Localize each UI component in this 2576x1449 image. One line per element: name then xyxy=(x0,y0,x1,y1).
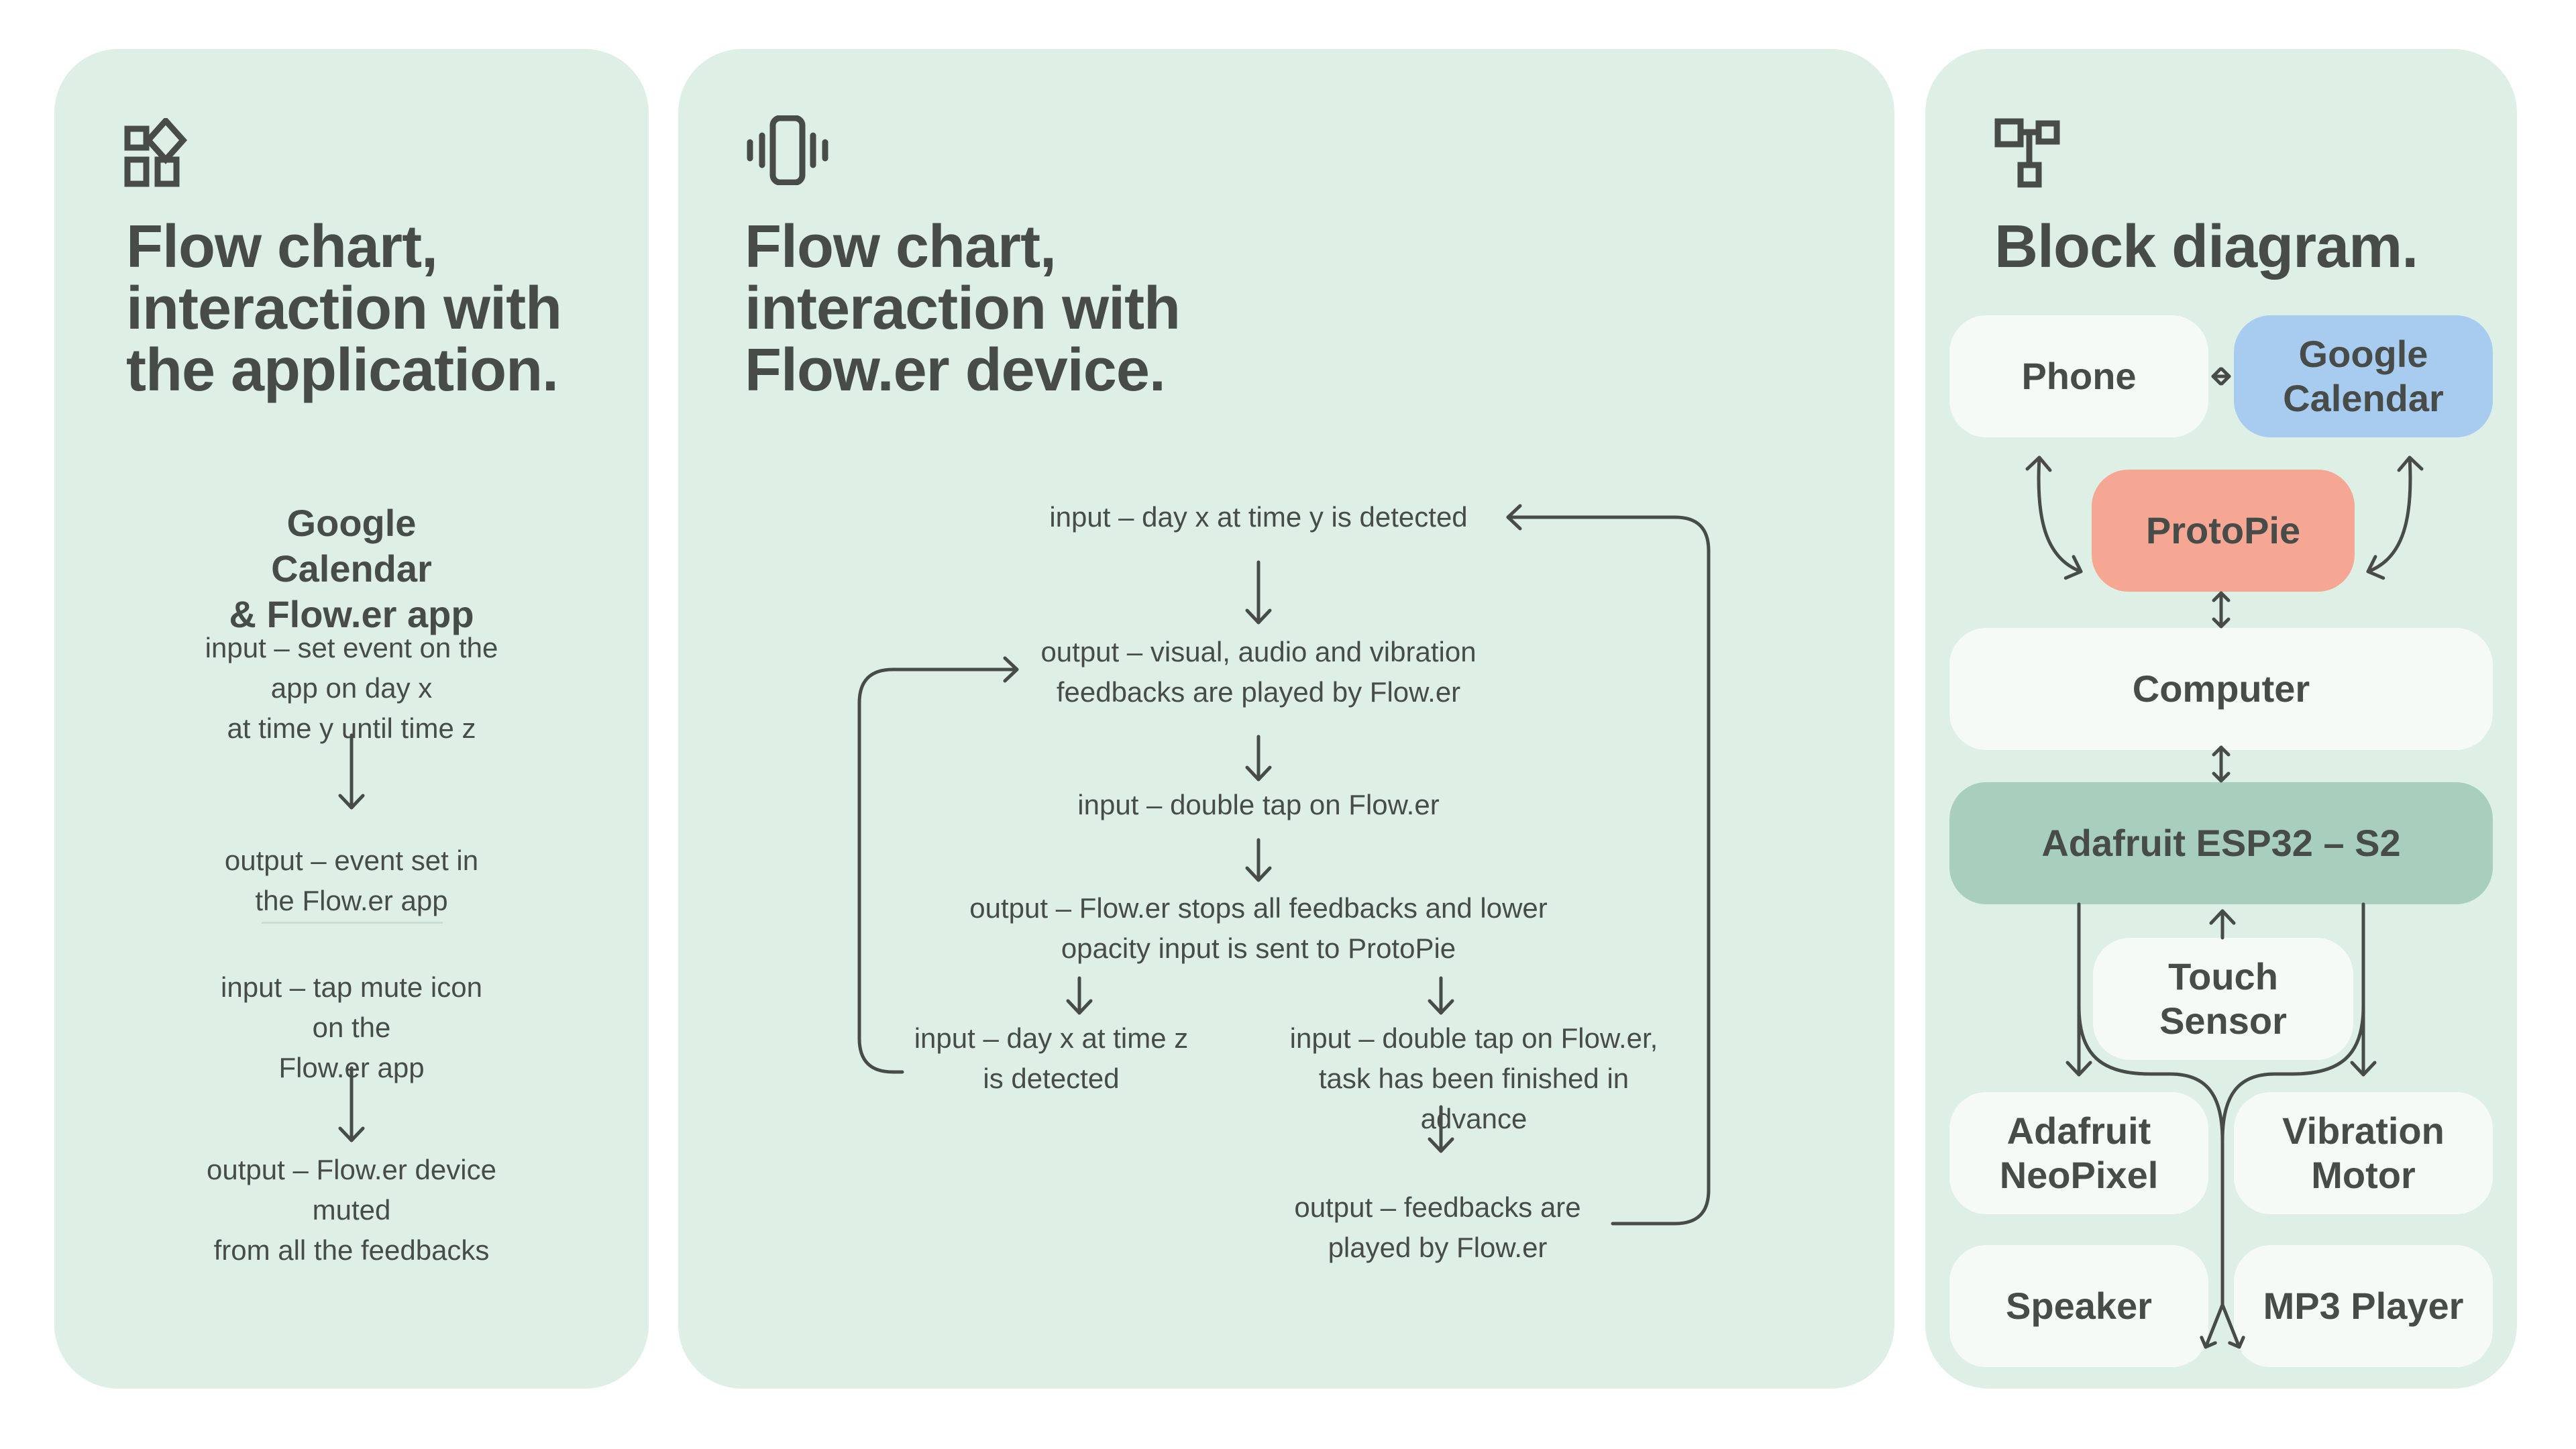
block-protopie: ProtoPie xyxy=(2092,470,2355,592)
flow-node-device-muted: output – Flow.er device muted from all t… xyxy=(207,1154,496,1266)
flow-node-detect: input – day x at time y is detected xyxy=(1049,501,1468,533)
panel-app-flow-chart: Flow chart, interaction with the applica… xyxy=(54,49,649,1389)
panel-title: Flow chart, interaction with the applica… xyxy=(126,213,562,404)
flow-node-feedback-play: output – visual, audio and vibration fee… xyxy=(1040,636,1477,708)
panel-title: Block diagram. xyxy=(1994,213,2418,280)
block-neopixel: Adafruit NeoPixel xyxy=(1949,1092,2208,1214)
squares-diamond-icon xyxy=(124,118,188,187)
block-google-calendar: Google Calendar xyxy=(2234,315,2493,437)
vibrating-phone-icon xyxy=(747,115,828,185)
app-flow-subtitle: Google Calendar & Flow.er app xyxy=(229,502,474,635)
flow-node-stop-feedbacks: output – Flow.er stops all feedbacks and… xyxy=(969,892,1548,964)
flow-node-tap-mute: input – tap mute icon on the Flow.er app xyxy=(221,971,482,1083)
hierarchy-blocks-icon xyxy=(1994,118,2060,188)
block-esp32: Adafruit ESP32 – S2 xyxy=(1949,782,2493,904)
flow-node-set-event: input – set event on the app on day x at… xyxy=(205,632,498,744)
block-phone: Phone xyxy=(1949,315,2208,437)
section-divider xyxy=(262,922,443,924)
flow-node-time-z: input – day x at time z is detected xyxy=(914,1022,1189,1094)
block-touch-sensor: Touch Sensor xyxy=(2093,938,2353,1060)
panel-block-diagram: Block diagram. Phone Google Calendar Pro… xyxy=(1925,49,2517,1389)
panel-title: Flow chart, interaction with Flow.er dev… xyxy=(745,213,1181,404)
flow-node-tap-finish: input – double tap on Flow.er, task has … xyxy=(1289,1022,1658,1134)
flow-node-event-set: output – event set in the Flow.er app xyxy=(224,845,479,916)
flow-node-double-tap: input – double tap on Flow.er xyxy=(1077,789,1440,820)
panel-device-flow-chart: Flow chart, interaction with Flow.er dev… xyxy=(678,49,1894,1389)
block-mp3-player: MP3 Player xyxy=(2234,1245,2493,1367)
flow-node-feedback-end: output – feedbacks are played by Flow.er xyxy=(1294,1191,1581,1263)
block-computer: Computer xyxy=(1949,628,2493,750)
block-speaker: Speaker xyxy=(1949,1245,2208,1367)
block-vibration-motor: Vibration Motor xyxy=(2234,1092,2493,1214)
